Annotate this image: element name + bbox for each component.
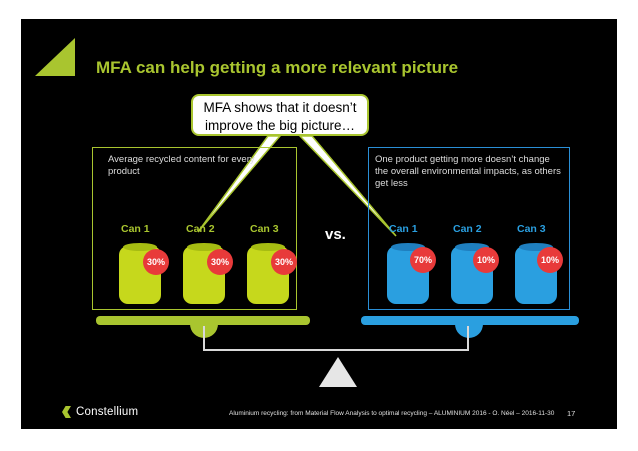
scale-fulcrum-triangle [319,357,357,387]
left-can-3-badge: 30% [271,249,297,275]
left-can-1-badge: 30% [143,249,169,275]
right-can-3-badge: 10% [537,247,563,273]
right-panel-text: One product getting more doesn’t change … [375,154,565,190]
page-number: 17 [567,409,575,418]
vs-label: vs. [325,226,346,243]
left-can-3-label: Can 3 [250,223,279,235]
left-can-1-label: Can 1 [121,223,150,235]
constellium-logo-icon [62,406,71,418]
footer-citation: Aluminium recycling: from Material Flow … [229,410,554,417]
callout-line-1: MFA shows that it doesn’t [193,99,367,117]
right-can-2-label: Can 2 [453,223,482,235]
left-can-2-label: Can 2 [186,223,215,235]
scale-frame [203,326,469,351]
right-can-1-badge: 70% [410,247,436,273]
callout-bubble: MFA shows that it doesn’t improve the bi… [191,94,369,136]
left-can-2-badge: 30% [207,249,233,275]
left-panel-text: Average recycled content for every produ… [108,154,288,178]
logo-text: Constellium [76,406,138,418]
right-can-3-label: Can 3 [517,223,546,235]
right-can-2-badge: 10% [473,247,499,273]
constellium-logo: Constellium [62,406,138,418]
right-can-1-label: Can 1 [389,223,418,235]
callout-line-2: improve the big picture… [193,117,367,135]
